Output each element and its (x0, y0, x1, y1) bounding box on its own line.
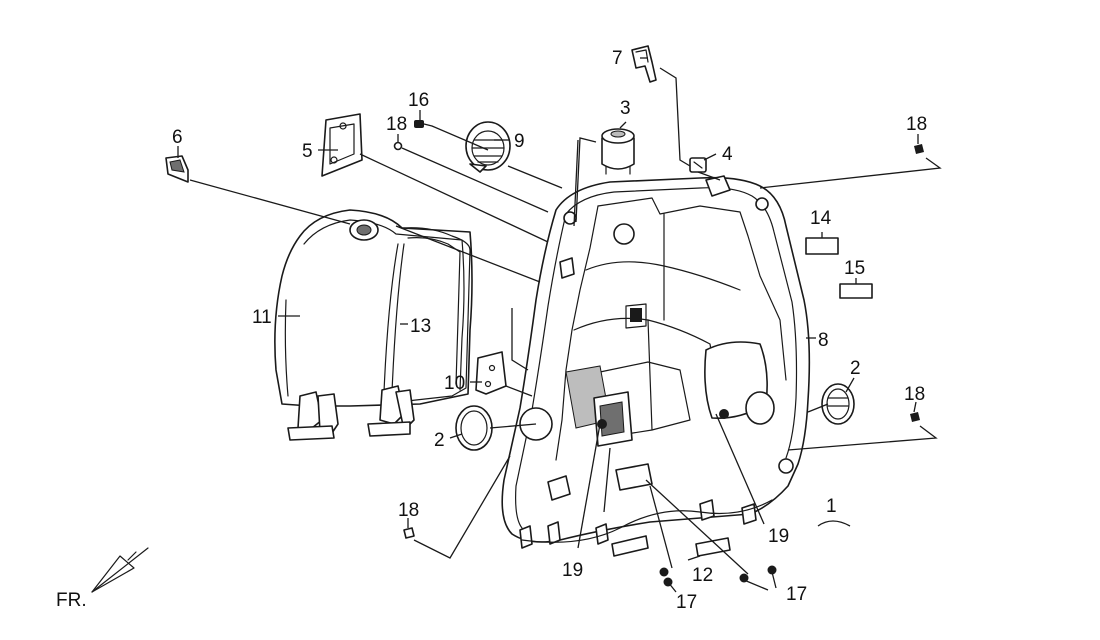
part-15-label (839, 283, 873, 299)
part-12-bracket (611, 535, 731, 557)
callout-5: 5 (302, 141, 313, 162)
callout-14: 14 (810, 208, 832, 229)
part-18-screw-c (910, 412, 920, 422)
callout-9: 9 (514, 131, 525, 152)
part-9-grille (465, 121, 511, 173)
callout-3: 3 (620, 98, 631, 119)
callout-4: 4 (722, 144, 733, 165)
callout-18-d: 18 (398, 500, 419, 521)
callout-labels: 1 2 2 3 4 5 6 7 8 9 10 11 12 13 14 15 16… (56, 48, 927, 613)
callout-17-a: 17 (676, 592, 697, 613)
part-17-nut-a (659, 567, 669, 577)
part-7-clip (631, 45, 657, 83)
callout-18-a: 18 (386, 114, 407, 135)
callout-8: 8 (818, 330, 829, 351)
callout-19-b: 19 (768, 526, 789, 547)
part-5-bracket (321, 113, 363, 177)
callout-6: 6 (172, 127, 183, 148)
callout-19-a: 19 (562, 560, 583, 581)
part-3-socket (601, 128, 635, 175)
callout-7: 7 (612, 48, 623, 69)
callout-16: 16 (408, 90, 429, 111)
callout-1: 1 (826, 496, 837, 517)
callout-10: 10 (444, 373, 465, 394)
part-4-clip-nut (689, 157, 707, 173)
callout-13: 13 (410, 316, 431, 337)
callout-2-left: 2 (434, 430, 445, 451)
part-6-clip (165, 155, 189, 183)
part-16-screw (414, 120, 433, 128)
callout-17-b: 17 (786, 584, 807, 605)
part-2-cap-left (455, 405, 493, 451)
callout-15: 15 (844, 258, 865, 279)
front-direction-arrow (91, 547, 149, 593)
part-14-label (805, 237, 839, 255)
part-17-nut-d (767, 565, 777, 575)
part-1-inner-shield (501, 175, 811, 549)
front-label: FR. (56, 590, 87, 611)
part-11-inner-panel (274, 209, 473, 441)
callout-12: 12 (692, 565, 713, 586)
part-18-screw-d (403, 527, 415, 539)
callout-18-c: 18 (904, 384, 925, 405)
callout-18-b: 18 (906, 114, 927, 135)
leader-lines (177, 57, 942, 593)
callout-11: 11 (252, 307, 272, 328)
part-10-bracket (475, 351, 507, 395)
part-18-screw-b (914, 144, 924, 154)
callout-2-right: 2 (850, 358, 861, 379)
part-18-screw-a (393, 141, 403, 151)
